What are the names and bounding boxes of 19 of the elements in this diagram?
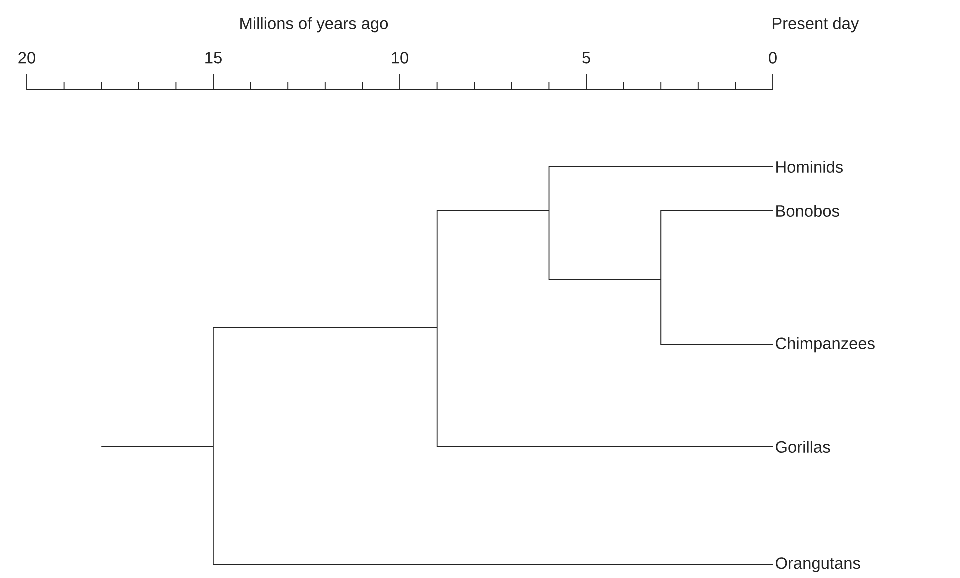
- tick-label: 5: [582, 52, 590, 64]
- tree-branch: [101, 446, 214, 448]
- tree-branch: [660, 210, 774, 212]
- tree-branch: [436, 210, 550, 212]
- axis-title: Millions of years ago: [240, 17, 388, 33]
- tick-label: 15: [206, 52, 222, 64]
- tick-label: 20: [18, 52, 36, 64]
- tick-label: 10: [392, 52, 408, 64]
- axis-title: Present day: [773, 17, 860, 33]
- species-label: Bonobos: [776, 204, 840, 218]
- tree-branch: [213, 564, 774, 566]
- species-label: Hominids: [776, 160, 843, 174]
- species-label: Gorillas: [776, 440, 830, 454]
- tree-branch: [660, 344, 774, 346]
- tree-branch: [436, 446, 774, 448]
- tree-branch: [548, 166, 774, 168]
- species-label: Chimpanzees: [776, 337, 875, 353]
- tick-label: 0: [769, 52, 777, 64]
- species-label: Orangutans: [776, 558, 860, 572]
